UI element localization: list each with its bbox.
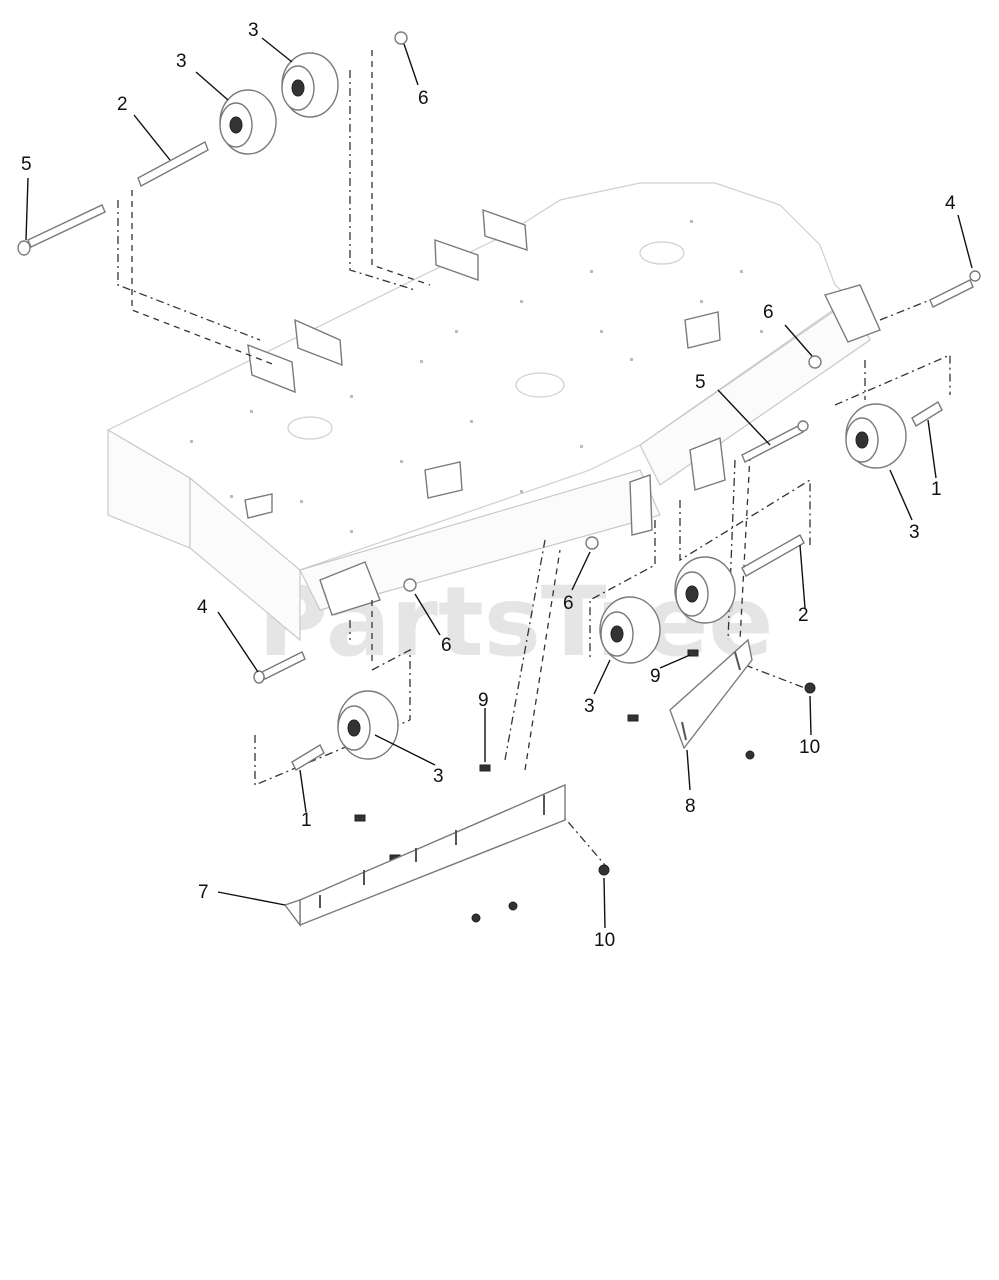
callout-5: 5 [695,372,706,393]
callout-3: 3 [433,766,444,787]
callout-9: 9 [650,666,661,687]
hex-nut [471,682,816,923]
callout-6: 6 [441,635,452,656]
roller-wheel [337,690,399,760]
carriage-screw [354,649,699,862]
lock-nut [403,578,417,592]
spacer-tube [741,534,805,577]
mower-deck [106,182,871,642]
callout-5: 5 [21,154,32,175]
callout-3: 3 [176,51,187,72]
callout-3: 3 [248,20,259,41]
callout-4: 4 [197,597,208,618]
spacer-tube [137,141,209,187]
roller-wheel [845,403,907,469]
lock-nut [808,355,822,369]
callout-3: 3 [909,522,920,543]
skid-plate-left [283,783,566,928]
callout-3: 3 [584,696,595,717]
callout-9: 9 [478,690,489,711]
carriage-bolt [741,420,809,463]
callout-1: 1 [301,810,312,831]
deck-brackets [247,208,881,616]
roller-pin [911,401,943,427]
lock-nut [585,536,599,550]
roller-wheel [219,89,277,155]
callout-6: 6 [763,302,774,323]
callout-6: 6 [563,593,574,614]
callout-10: 10 [799,737,820,758]
callout-2: 2 [117,94,128,115]
roller-wheel [281,52,339,118]
callout-2: 2 [798,605,809,626]
skid-plate-right [669,638,753,750]
callout-8: 8 [685,796,696,817]
roller-pin [291,744,325,771]
carriage-bolt [929,270,981,308]
callout-labels: 3 3 2 5 6 4 6 5 1 3 4 6 6 2 9 3 9 3 1 10… [21,20,956,951]
callout-1: 1 [931,479,942,500]
roller-wheel [599,596,661,664]
carriage-bolt [17,204,106,256]
carriage-bolt [253,651,306,684]
callout-10: 10 [594,930,615,951]
callout-7: 7 [198,882,209,903]
leader-lines [25,37,973,929]
lock-nut [394,31,408,45]
callout-6: 6 [418,88,429,109]
callout-4: 4 [945,193,956,214]
roller-wheel [674,556,736,624]
